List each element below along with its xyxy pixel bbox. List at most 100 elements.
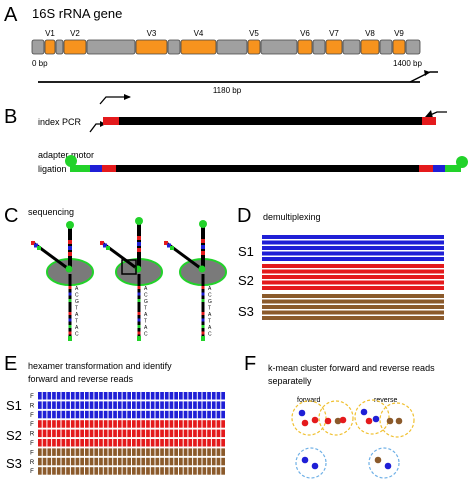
- hexamer-cell: [117, 429, 122, 438]
- panel-e-title-line-2: forward and reverse reads: [28, 374, 134, 384]
- hexamer-cell: [42, 448, 47, 456]
- base-letter: T: [144, 319, 147, 325]
- hexamer-cell: [146, 467, 150, 475]
- hexamer-cell: [85, 392, 89, 400]
- hexamer-cell: [122, 410, 127, 419]
- hexamer-cell: [174, 420, 178, 428]
- hexamer-cell: [103, 457, 108, 466]
- hexamer-cell: [202, 420, 207, 428]
- hexamer-cell: [132, 392, 136, 400]
- hexamer-cell: [127, 467, 131, 475]
- hexamer-cell: [99, 467, 103, 475]
- hexamer-cell: [174, 410, 178, 419]
- base-letter: C: [144, 293, 148, 299]
- hexamer-cell: [141, 448, 146, 456]
- base-mark: [68, 299, 72, 302]
- hexamer-cell: [179, 439, 183, 447]
- hexamer-cell: [160, 439, 164, 447]
- forward-cluster-2: [318, 400, 354, 436]
- hexamer-cell: [80, 429, 84, 438]
- hexamer-cell: [47, 392, 52, 400]
- hexamer-cell: [52, 392, 56, 400]
- hexamer-cell: [99, 420, 103, 428]
- hexamer-cell: [179, 392, 183, 400]
- hexamer-cell: [155, 410, 160, 419]
- hexamer-cell: [150, 439, 155, 447]
- index-tag-right: [422, 117, 436, 125]
- hexamer-cell: [183, 392, 188, 400]
- kmeans-clusters: [291, 399, 415, 479]
- hexamer-cell: [75, 439, 80, 447]
- hexamer-cell: [56, 467, 61, 475]
- hexamer-cell: [216, 448, 221, 456]
- panel-d-sample-2: S2: [238, 273, 254, 288]
- hexamer-cell: [207, 420, 211, 428]
- hexamer-cell: [183, 429, 188, 438]
- hexamer-cell: [193, 467, 197, 475]
- hexamer-cell: [164, 429, 169, 438]
- adapter-mark: [100, 241, 104, 245]
- cluster-boundary: [318, 400, 354, 436]
- hexamer-cell: [108, 448, 113, 456]
- hexamer-cell: [146, 448, 150, 456]
- hexamer-cell: [197, 448, 202, 456]
- hexamer-cell: [136, 401, 141, 409]
- hexamer-cell: [207, 401, 211, 409]
- base-letter: A: [208, 325, 212, 331]
- hexamer-cell: [61, 401, 66, 409]
- base-letter: T: [75, 306, 78, 312]
- hexamer-cell: [160, 448, 164, 456]
- hexamer-cell: [221, 467, 225, 475]
- hexamer-cell: [94, 439, 99, 447]
- hexamer-cell: [80, 401, 84, 409]
- hexamer-cell: [211, 410, 216, 419]
- panel-a-letter: A: [4, 4, 18, 26]
- hexamer-cell: [127, 401, 131, 409]
- hexamer-cell: [47, 401, 52, 409]
- barcode-mark: [201, 251, 205, 255]
- hexamer-cell: [117, 448, 122, 456]
- region-label-v7: V7: [329, 29, 339, 38]
- panel-c-letter: C: [4, 205, 18, 227]
- hexamer-cell: [202, 392, 207, 400]
- hexamer-cell: [193, 457, 197, 466]
- base-mark: [137, 331, 141, 335]
- hexamer-cell: [38, 401, 42, 409]
- base-mark: [201, 299, 205, 302]
- pore-protein: [65, 265, 73, 273]
- hexamer-cell: [52, 467, 56, 475]
- hexamer-cell: [52, 448, 56, 456]
- base-mark: [137, 299, 141, 302]
- hexamer-cell: [211, 401, 216, 409]
- hexamer-cell: [202, 410, 207, 419]
- hexamer-cell: [113, 439, 117, 447]
- hexamer-cell: [70, 401, 75, 409]
- hexamer-cell: [146, 401, 150, 409]
- base-mark: [68, 286, 72, 289]
- panel-e-letter: E: [4, 353, 17, 375]
- hexamer-cell: [80, 420, 84, 428]
- variable-region-7: [325, 39, 343, 55]
- hexamer-cell: [211, 420, 216, 428]
- hexamer-cell: [103, 410, 108, 419]
- hexamer-cell: [136, 457, 141, 466]
- hexamer-cell: [183, 420, 188, 428]
- hexamer-cell: [99, 410, 103, 419]
- base-letter: T: [144, 306, 147, 312]
- hexamer-cell: [103, 429, 108, 438]
- hexamer-cell: [132, 448, 136, 456]
- base-letter: G: [75, 299, 79, 305]
- variable-region-1: [44, 39, 56, 55]
- hexamer-cell: [146, 410, 150, 419]
- pore-highlight-box: [121, 259, 137, 275]
- hexamer-cell: [75, 420, 80, 428]
- hexamer-cell: [132, 457, 136, 466]
- hexamer-cell: [94, 392, 99, 400]
- hexamer-cell: [169, 420, 174, 428]
- hexamer-cell: [207, 392, 211, 400]
- barcode-mark: [201, 245, 205, 249]
- hexamer-cell: [169, 401, 174, 409]
- base-mark: [68, 331, 72, 335]
